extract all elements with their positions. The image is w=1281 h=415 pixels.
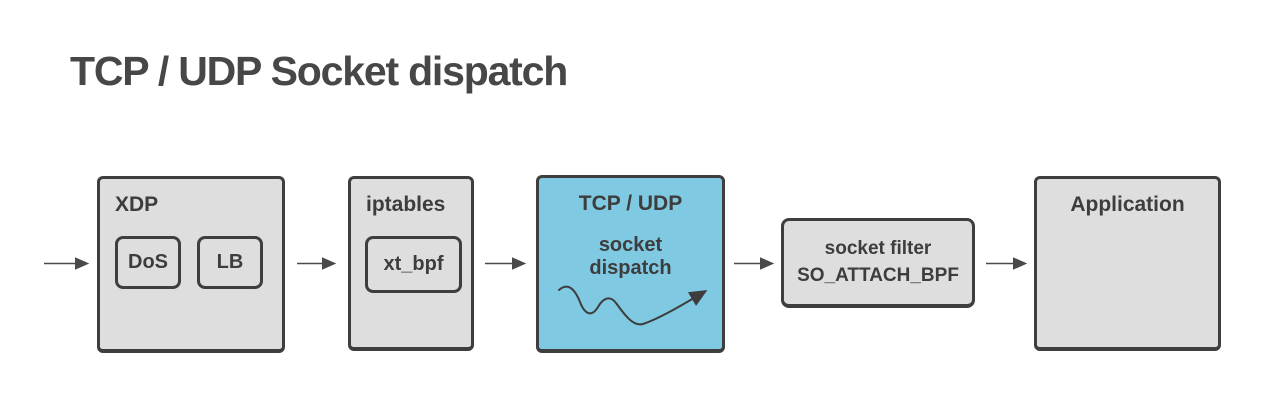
node-application: Application: [1034, 176, 1221, 351]
subnode-xt-bpf: xt_bpf: [365, 236, 462, 293]
node-tcp-udp-label: TCP / UDP: [578, 192, 683, 215]
subnode-dos: DoS: [115, 236, 181, 289]
node-xdp-label: XDP: [115, 193, 159, 216]
node-tcp-udp: TCP / UDP socket dispatch: [536, 175, 725, 353]
subnode-dos-label: DoS: [128, 251, 168, 273]
node-socket-filter: socket filter SO_ATTACH_BPF: [781, 218, 975, 308]
node-iptables: iptables xt_bpf: [348, 176, 474, 351]
node-socket-filter-line1: socket filter: [824, 238, 932, 259]
node-tcp-udp-subline1: socket: [598, 234, 663, 256]
subnode-xt-bpf-label: xt_bpf: [383, 253, 444, 275]
diagram-title: TCP / UDP Socket dispatch: [70, 48, 568, 94]
node-tcp-udp-subline2: dispatch: [589, 257, 672, 279]
node-xdp: XDP DoS LB: [97, 176, 285, 353]
wavy-arrow-icon: [558, 285, 708, 326]
subnode-lb-label: LB: [216, 251, 244, 273]
subnode-lb: LB: [197, 236, 263, 289]
node-iptables-label: iptables: [366, 193, 446, 216]
node-tcp-udp-sublabel: socket dispatch: [539, 234, 722, 280]
node-socket-filter-label: socket filter SO_ATTACH_BPF: [784, 221, 972, 304]
node-application-label: Application: [1070, 193, 1185, 216]
node-socket-filter-line2: SO_ATTACH_BPF: [797, 265, 959, 286]
